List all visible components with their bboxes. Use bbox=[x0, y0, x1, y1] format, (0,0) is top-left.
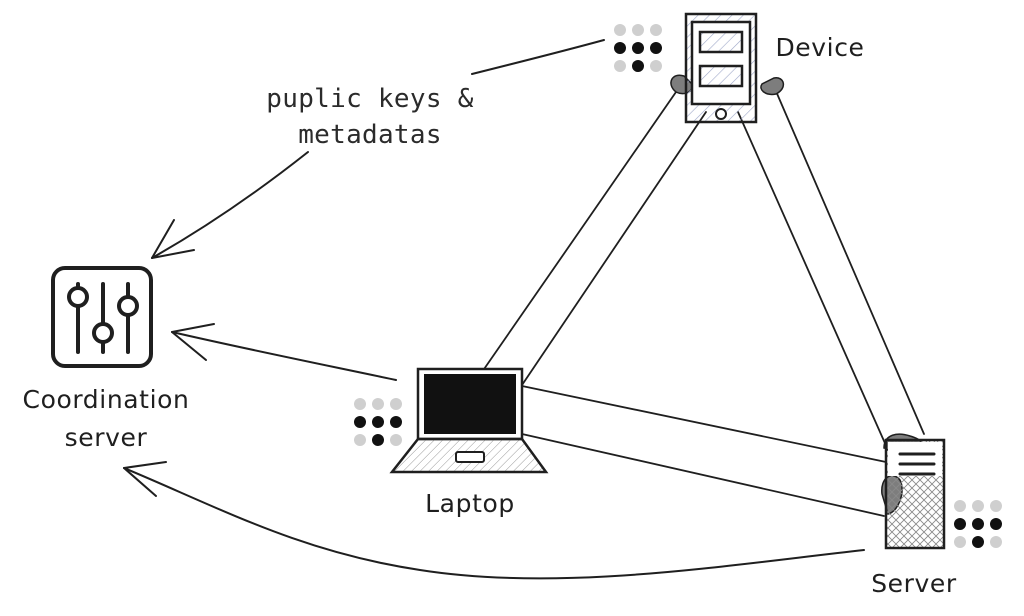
key-dot bbox=[650, 60, 662, 72]
keys-label-line2: metadatas bbox=[298, 120, 442, 150]
dot-matrix-key-icon bbox=[614, 24, 662, 72]
key-dot bbox=[632, 42, 644, 54]
dot-matrix-key-icon bbox=[954, 500, 1002, 548]
key-dot bbox=[990, 518, 1002, 530]
key-dot bbox=[954, 500, 966, 512]
laptop-label: Laptop bbox=[425, 489, 515, 518]
arrow-device-to-coordination bbox=[151, 39, 605, 259]
key-dot bbox=[390, 416, 402, 428]
key-dot bbox=[990, 536, 1002, 548]
key-dot bbox=[614, 24, 626, 36]
key-dot bbox=[990, 500, 1002, 512]
key-dot bbox=[972, 536, 984, 548]
laptop-icon bbox=[389, 367, 549, 474]
link-laptop-device bbox=[481, 91, 707, 389]
key-dot bbox=[354, 434, 366, 446]
dot-matrix-key-icon bbox=[354, 398, 402, 446]
key-dot bbox=[372, 434, 384, 446]
tablet-device-icon bbox=[670, 12, 785, 124]
device-label: Device bbox=[775, 33, 864, 62]
key-dot bbox=[372, 416, 384, 428]
key-dot bbox=[650, 42, 662, 54]
key-dot bbox=[972, 500, 984, 512]
sliders-icon bbox=[51, 266, 153, 368]
server-tower-icon bbox=[881, 433, 946, 550]
key-dot bbox=[354, 416, 366, 428]
key-dot bbox=[972, 518, 984, 530]
key-dot bbox=[632, 24, 644, 36]
key-dot bbox=[954, 536, 966, 548]
keys-label-line1: puplic keys & bbox=[266, 84, 473, 114]
key-dot bbox=[390, 434, 402, 446]
coordination-label-line2: server bbox=[65, 423, 148, 452]
key-dot bbox=[954, 518, 966, 530]
key-dot bbox=[650, 24, 662, 36]
link-device-server bbox=[737, 81, 925, 451]
key-dot bbox=[614, 60, 626, 72]
key-dot bbox=[354, 398, 366, 410]
mesh-links bbox=[481, 81, 925, 517]
arrow-server-to-coordination bbox=[123, 461, 865, 580]
arrow-laptop-to-coordination bbox=[171, 323, 397, 381]
key-dot bbox=[632, 60, 644, 72]
coordination-label-line1: Coordination bbox=[23, 385, 190, 414]
key-dot bbox=[372, 398, 384, 410]
key-dot bbox=[390, 398, 402, 410]
server-label: Server bbox=[871, 569, 957, 598]
link-laptop-server bbox=[521, 385, 887, 517]
key-dot bbox=[614, 42, 626, 54]
